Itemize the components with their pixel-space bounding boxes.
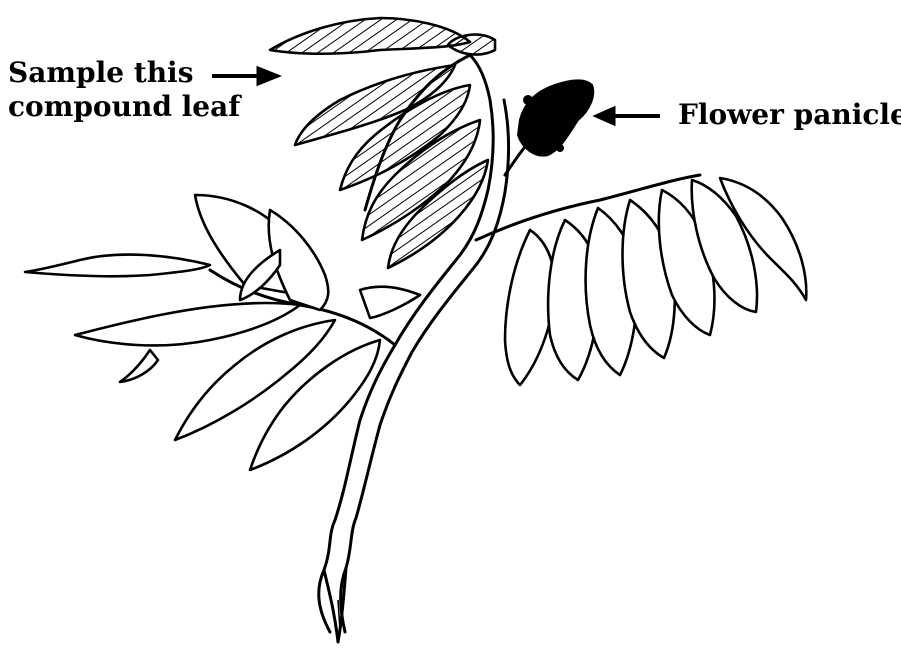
- left-compound-leaf: [25, 195, 420, 470]
- sample-leaf-label-line1: Sample this: [8, 56, 240, 90]
- arrow-to-flower-panicle: [596, 108, 660, 124]
- flower-panicle-label: Flower panicle: [678, 98, 901, 132]
- sampled-compound-leaf: [270, 18, 495, 268]
- right-compound-leaf: [476, 175, 806, 385]
- sample-leaf-label-line2: compound leaf: [8, 90, 240, 124]
- sample-leaf-label: Sample this compound leaf: [8, 56, 240, 124]
- flower-panicle: [505, 80, 593, 175]
